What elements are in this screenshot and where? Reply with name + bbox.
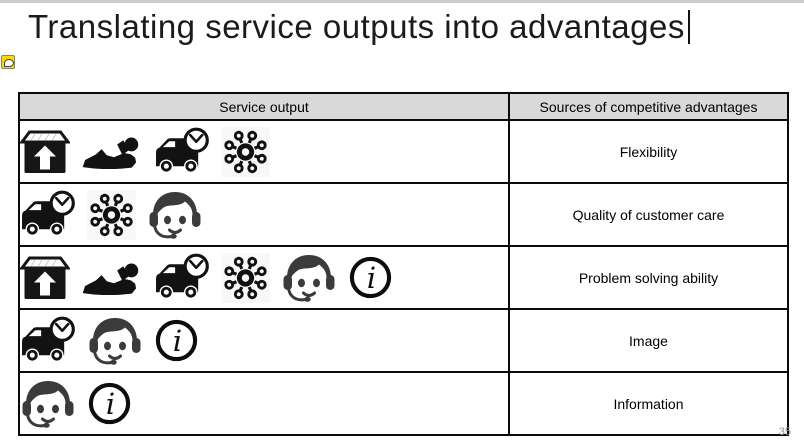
service-output-icons [20, 373, 508, 434]
customer-service-agent-icon[interactable] [147, 187, 203, 243]
table-row: Quality of customer care [18, 182, 789, 247]
service-output-icons [20, 247, 508, 308]
slide-title[interactable]: Translating service outputs into advanta… [28, 8, 690, 46]
advantage-label: Problem solving ability [578, 269, 719, 286]
slide-top-edge [0, 0, 804, 3]
advantages-table: Service output Sources of competitive ad… [18, 92, 789, 436]
table-row: Problem solving ability [18, 245, 789, 310]
autofit-options-button[interactable] [1, 55, 15, 69]
information-mark-icon[interactable] [87, 381, 132, 426]
service-output-icons [20, 121, 508, 182]
delivery-time-truck-icon[interactable] [154, 253, 210, 303]
advantage-label: Information [613, 395, 684, 412]
slide-number: 35 [778, 426, 791, 438]
advantage-label: Flexibility [619, 143, 678, 160]
table-row: Flexibility [18, 119, 789, 184]
text-cursor [687, 10, 690, 44]
table-body: Flexibility Quality of customer care Pro… [18, 119, 789, 436]
package-upgrade-icon[interactable] [20, 255, 70, 301]
service-output-cell[interactable] [18, 371, 510, 436]
delivery-time-truck-icon[interactable] [154, 127, 210, 177]
service-output-cell[interactable] [18, 119, 510, 184]
information-mark-icon[interactable] [154, 318, 199, 363]
advantage-cell[interactable]: Flexibility [508, 119, 789, 184]
advantage-label: Image [629, 332, 668, 349]
relaxing-person-icon[interactable] [81, 261, 143, 295]
distribution-network-icon[interactable] [87, 189, 136, 240]
service-output-icons [20, 310, 508, 371]
slide-title-text: Translating service outputs into advanta… [28, 8, 685, 45]
distribution-network-icon[interactable] [221, 126, 270, 177]
customer-service-agent-icon[interactable] [281, 250, 337, 306]
relaxing-person-icon[interactable] [81, 135, 143, 169]
service-output-cell[interactable] [18, 245, 510, 310]
table-row: Image [18, 308, 789, 373]
service-output-cell[interactable] [18, 308, 510, 373]
autofit-icon [4, 59, 14, 67]
service-output-icons [20, 184, 508, 245]
advantage-cell[interactable]: Quality of customer care [508, 182, 789, 247]
table-row: Information [18, 371, 789, 436]
package-upgrade-icon[interactable] [20, 129, 70, 175]
delivery-time-truck-icon[interactable] [20, 190, 76, 240]
advantage-cell[interactable]: Information [508, 371, 789, 436]
advantage-cell[interactable]: Problem solving ability [508, 245, 789, 310]
delivery-time-truck-icon[interactable] [20, 316, 76, 366]
col-header-advantages[interactable]: Sources of competitive advantages [508, 92, 789, 121]
service-output-cell[interactable] [18, 182, 510, 247]
advantage-label: Quality of customer care [572, 206, 725, 223]
col-header-service-output[interactable]: Service output [18, 92, 510, 121]
customer-service-agent-icon[interactable] [87, 313, 143, 369]
distribution-network-icon[interactable] [221, 252, 270, 303]
table-header-row: Service output Sources of competitive ad… [18, 92, 789, 121]
customer-service-agent-icon[interactable] [20, 376, 76, 432]
advantage-cell[interactable]: Image [508, 308, 789, 373]
information-mark-icon[interactable] [348, 255, 393, 300]
